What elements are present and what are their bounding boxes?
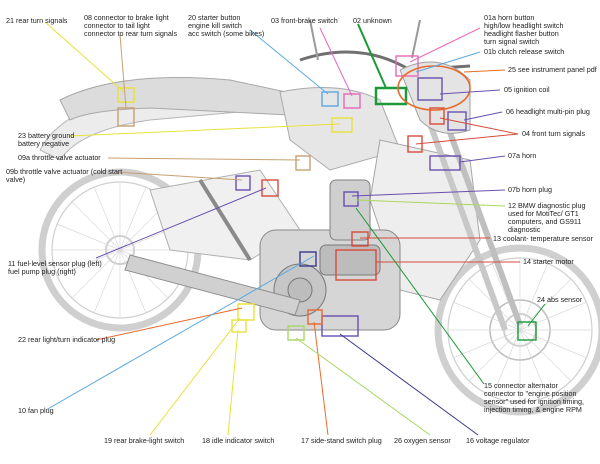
engine — [259, 179, 401, 331]
label-fuel-level-sensor: 11 fuel-level sensor plug (left)fuel pum… — [8, 259, 102, 276]
label-idle-indicator-switch: 18 idle indicator switch — [202, 436, 275, 445]
label-front-brake-switch: 03 front-brake switch — [271, 16, 338, 25]
mirror — [309, 19, 319, 61]
label-abs-sensor: 24 abs sensor — [537, 295, 583, 304]
label-voltage-regulator: 16 voltage regulator — [466, 436, 530, 445]
label-clutch-release-switch: 01b clutch release switch — [484, 47, 565, 56]
front-wheel — [434, 244, 600, 416]
label-side-stand-switch: 17 side-stand switch plug — [301, 436, 382, 445]
label-horn-plug: 07b horn plug — [508, 185, 552, 194]
mirror-right — [411, 19, 421, 59]
label-unknown: 02 unknown — [353, 16, 392, 25]
label-fan-plug: 10 fan plug — [18, 406, 54, 415]
label-instrument-panel: 25 see instrument panel pdf — [508, 65, 597, 74]
swingarm — [124, 254, 301, 316]
label-front-turn-signals: 04 front turn signals — [522, 129, 586, 138]
label-ignition-coil: 05 ignition coil — [504, 85, 550, 94]
leader-lines — [44, 21, 546, 436]
rear-shock — [198, 178, 252, 262]
front-fork — [422, 103, 523, 332]
label-rear-brake-light-switch: 19 rear brake-light switch — [104, 436, 185, 445]
label-rear-turn-signals: 21 rear turn signals — [6, 16, 68, 25]
label-headlight-plug: 06 headlight multi-pin plug — [506, 107, 590, 116]
label-coolant-temp-sensor: 13 coolant- temperature sensor — [493, 234, 593, 243]
label-oxygen-sensor: 26 oxygen sensor — [394, 436, 451, 445]
label-horn: 07a horn — [508, 151, 537, 160]
label-starter-motor: 14 starter motor — [523, 257, 574, 266]
label-rear-light-indicator-plug: 22 rear light/turn indicator plug — [18, 335, 116, 344]
connector-boxes — [117, 55, 537, 341]
label-throttle-valve-actuator: 09a throttle valve actuator — [18, 153, 101, 162]
